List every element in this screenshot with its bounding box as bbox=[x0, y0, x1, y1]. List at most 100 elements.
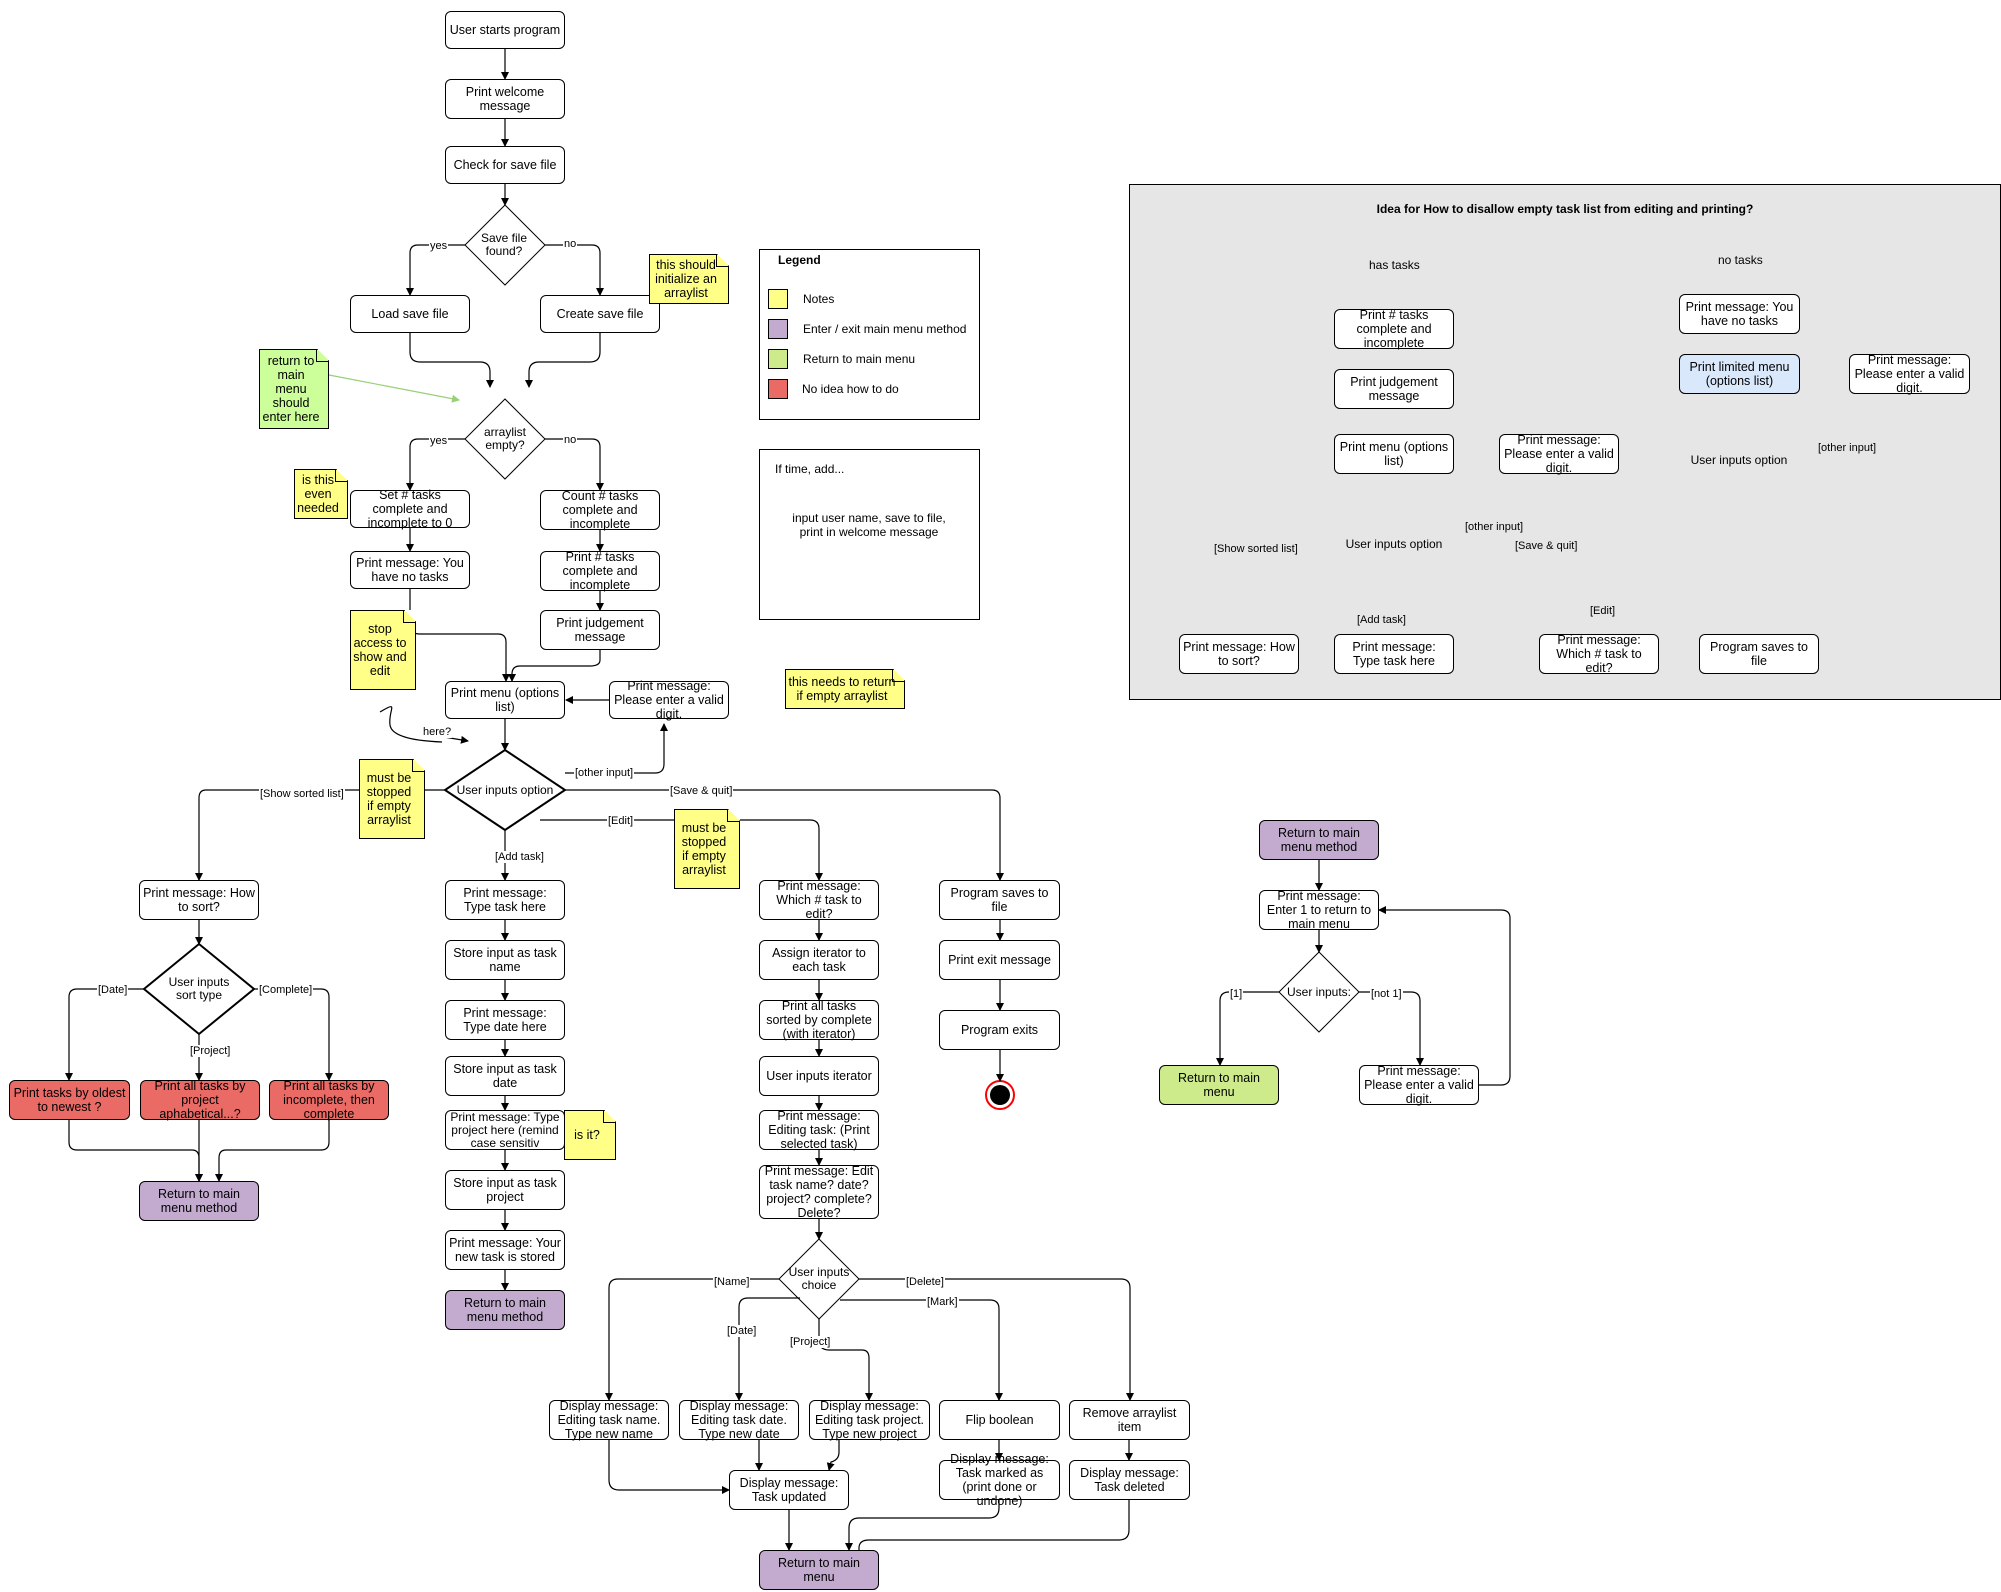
store-project-node[interactable]: Store input as task project bbox=[445, 1170, 565, 1210]
arraylist-empty-label: arraylist empty? bbox=[483, 425, 526, 452]
idea-label-add-task: [Add task] bbox=[1356, 614, 1407, 626]
connector-arrow bbox=[859, 1278, 1134, 1401]
save-found-diamond[interactable] bbox=[464, 204, 546, 286]
edge-label-other-input: [other input] bbox=[574, 767, 635, 779]
type-project-node[interactable]: Print message: Type project here (remind… bbox=[445, 1110, 565, 1150]
task-stored-node[interactable]: Print message: Your new task is stored bbox=[445, 1230, 565, 1270]
note-return-if-empty[interactable]: this needs to return if empty arraylist bbox=[785, 669, 905, 709]
edit-prompt-node[interactable]: Print message: Edit task name? date? pro… bbox=[759, 1164, 879, 1220]
note-is-it[interactable]: is it? bbox=[564, 1110, 616, 1160]
edit-name-node[interactable]: Display message: Editing task name. Type… bbox=[549, 1399, 669, 1441]
idea-type-task-node[interactable]: Print message: Type task here bbox=[1334, 634, 1454, 674]
legend-label-return-menu: Return to main menu bbox=[803, 352, 916, 366]
note-stop-edit[interactable]: must be stopped if empty arraylist bbox=[674, 809, 740, 889]
note-init-arraylist[interactable]: this should initialize an arraylist bbox=[649, 254, 729, 304]
rm-method-node[interactable]: Return to main menu method bbox=[1259, 820, 1379, 860]
idea-invalid-node[interactable]: Print message: Please enter a valid digi… bbox=[1499, 433, 1619, 475]
rm-enter-node[interactable]: Print message: Enter 1 to return to main… bbox=[1259, 889, 1379, 931]
rm-return-node[interactable]: Return to main menu bbox=[1159, 1065, 1279, 1105]
count-tasks-node[interactable]: Count # tasks complete and incomplete bbox=[540, 489, 660, 531]
edge-label-project: [Project] bbox=[189, 1045, 232, 1057]
task-deleted-node[interactable]: Display message: Task deleted bbox=[1069, 1460, 1190, 1500]
edge-label-complete: [Complete] bbox=[258, 984, 314, 996]
sort-incomplete-node[interactable]: Print all tasks by incomplete, then comp… bbox=[269, 1079, 389, 1121]
idea-counts-node[interactable]: Print # tasks complete and incomplete bbox=[1334, 308, 1454, 350]
edit-project-node[interactable]: Display message: Editing task project. T… bbox=[809, 1399, 930, 1441]
exit-msg-node[interactable]: Print exit message bbox=[939, 940, 1060, 980]
idea-no-tasks-msg-node[interactable]: Print message: You have no tasks bbox=[1679, 294, 1800, 334]
rm-invalid-node[interactable]: Print message: Please enter a valid digi… bbox=[1359, 1064, 1479, 1106]
edge-label-yes: yes bbox=[429, 240, 449, 252]
idea-judgement-node[interactable]: Print judgement message bbox=[1334, 369, 1454, 409]
load-save-node[interactable]: Load save file bbox=[350, 295, 470, 333]
idea-has-tasks: has tasks bbox=[1369, 258, 1420, 272]
no-tasks-msg-node[interactable]: Print message: You have no tasks bbox=[350, 551, 470, 589]
idea-limited-menu-node[interactable]: Print limited menu (options list) bbox=[1679, 354, 1800, 394]
idea-label-show-sorted: [Show sorted list] bbox=[1213, 543, 1299, 555]
exits-node[interactable]: Program exits bbox=[939, 1010, 1060, 1050]
if-time-title: If time, add... bbox=[775, 462, 845, 476]
note-even-needed[interactable]: is this even needed bbox=[294, 469, 348, 519]
edge-label-not-one: [not 1] bbox=[1370, 988, 1403, 1000]
type-date-node[interactable]: Print message: Type date here bbox=[445, 1000, 565, 1040]
idea-how-sort-node[interactable]: Print message: How to sort? bbox=[1179, 634, 1299, 674]
idea-menu-node[interactable]: Print menu (options list) bbox=[1334, 434, 1454, 474]
note-return-here[interactable]: return to main menu should enter here bbox=[259, 349, 329, 429]
legend-swatch-no-idea bbox=[768, 379, 788, 399]
set-zero-node[interactable]: Set # tasks complete and incomplete to 0 bbox=[350, 488, 470, 530]
note-stop-sorted[interactable]: must be stopped if empty arraylist bbox=[359, 759, 425, 839]
connector-arrow bbox=[565, 789, 1004, 881]
note-stop-access[interactable]: stop access to show and edit bbox=[350, 610, 416, 690]
how-sort-node[interactable]: Print message: How to sort? bbox=[139, 880, 259, 920]
editing-task-node[interactable]: Print message: Editing task: (Print sele… bbox=[759, 1109, 879, 1151]
edit-date-node[interactable]: Display message: Editing task date. Type… bbox=[679, 1399, 799, 1441]
check-save-node[interactable]: Check for save file bbox=[445, 146, 565, 184]
store-date-node[interactable]: Store input as task date bbox=[445, 1056, 565, 1096]
rm-inputs-diamond[interactable] bbox=[1278, 951, 1360, 1033]
print-sorted-node[interactable]: Print all tasks sorted by complete (with… bbox=[759, 999, 879, 1041]
store-name-node[interactable]: Store input as task name bbox=[445, 940, 565, 980]
edit-return-node[interactable]: Return to main menu bbox=[759, 1550, 879, 1590]
connector-arrow bbox=[545, 244, 604, 296]
type-task-node[interactable]: Print message: Type task here bbox=[445, 880, 565, 920]
edge-label-save-quit: [Save & quit] bbox=[669, 785, 734, 797]
idea-saves-node[interactable]: Program saves to file bbox=[1699, 634, 1819, 674]
saves-node[interactable]: Program saves to file bbox=[939, 880, 1060, 920]
remove-item-node[interactable]: Remove arraylist item bbox=[1069, 1400, 1190, 1440]
which-task-node[interactable]: Print message: Which # task to edit? bbox=[759, 879, 879, 921]
legend-box bbox=[759, 249, 980, 420]
idea-option2-label: User inputs option bbox=[1690, 452, 1788, 467]
add-return-node[interactable]: Return to main menu method bbox=[445, 1290, 565, 1330]
sort-oldest-node[interactable]: Print tasks by oldest to newest ? bbox=[9, 1080, 130, 1120]
print-counts-node[interactable]: Print # tasks complete and incomplete bbox=[540, 550, 660, 592]
idea-label-save-quit: [Save & quit] bbox=[1514, 540, 1579, 552]
flip-bool-node[interactable]: Flip boolean bbox=[939, 1400, 1060, 1440]
welcome-node[interactable]: Print welcome message bbox=[445, 79, 565, 119]
connector-arrow bbox=[406, 244, 465, 296]
edge-label-date2: [Date] bbox=[726, 1325, 758, 1337]
task-marked-node[interactable]: Display message: Task marked as (print d… bbox=[939, 1452, 1060, 1508]
sort-return-node[interactable]: Return to main menu method bbox=[139, 1181, 259, 1221]
idea-invalid2-node[interactable]: Print message: Please enter a valid digi… bbox=[1849, 353, 1970, 395]
invalid-digit-node[interactable]: Print message: Please enter a valid digi… bbox=[609, 679, 729, 721]
connector-arrow bbox=[215, 1120, 330, 1182]
connector-arrow bbox=[826, 1440, 840, 1471]
sort-project-node[interactable]: Print all tasks by project aphabetical..… bbox=[140, 1079, 260, 1121]
start-node[interactable]: User starts program bbox=[445, 11, 565, 49]
create-save-node[interactable]: Create save file bbox=[540, 295, 660, 333]
input-iter-node[interactable]: User inputs iterator bbox=[759, 1056, 879, 1096]
edge-label-date: [Date] bbox=[97, 984, 129, 996]
idea-which-task-node[interactable]: Print message: Which # task to edit? bbox=[1539, 633, 1659, 675]
assign-iter-node[interactable]: Assign iterator to each task bbox=[759, 940, 879, 980]
print-judgement-node[interactable]: Print judgement message bbox=[540, 610, 660, 650]
idea-option-label: User inputs option bbox=[1345, 536, 1443, 551]
edge-label-one: [1] bbox=[1229, 988, 1244, 1000]
task-updated-node[interactable]: Display message: Task updated bbox=[729, 1470, 849, 1510]
arraylist-empty-diamond[interactable] bbox=[464, 398, 546, 480]
connector-arrow bbox=[65, 988, 144, 1081]
legend-label-notes: Notes bbox=[803, 292, 835, 306]
print-menu-node[interactable]: Print menu (options list) bbox=[445, 681, 565, 719]
note-arrow bbox=[328, 374, 460, 403]
connector-arrow bbox=[508, 650, 601, 682]
